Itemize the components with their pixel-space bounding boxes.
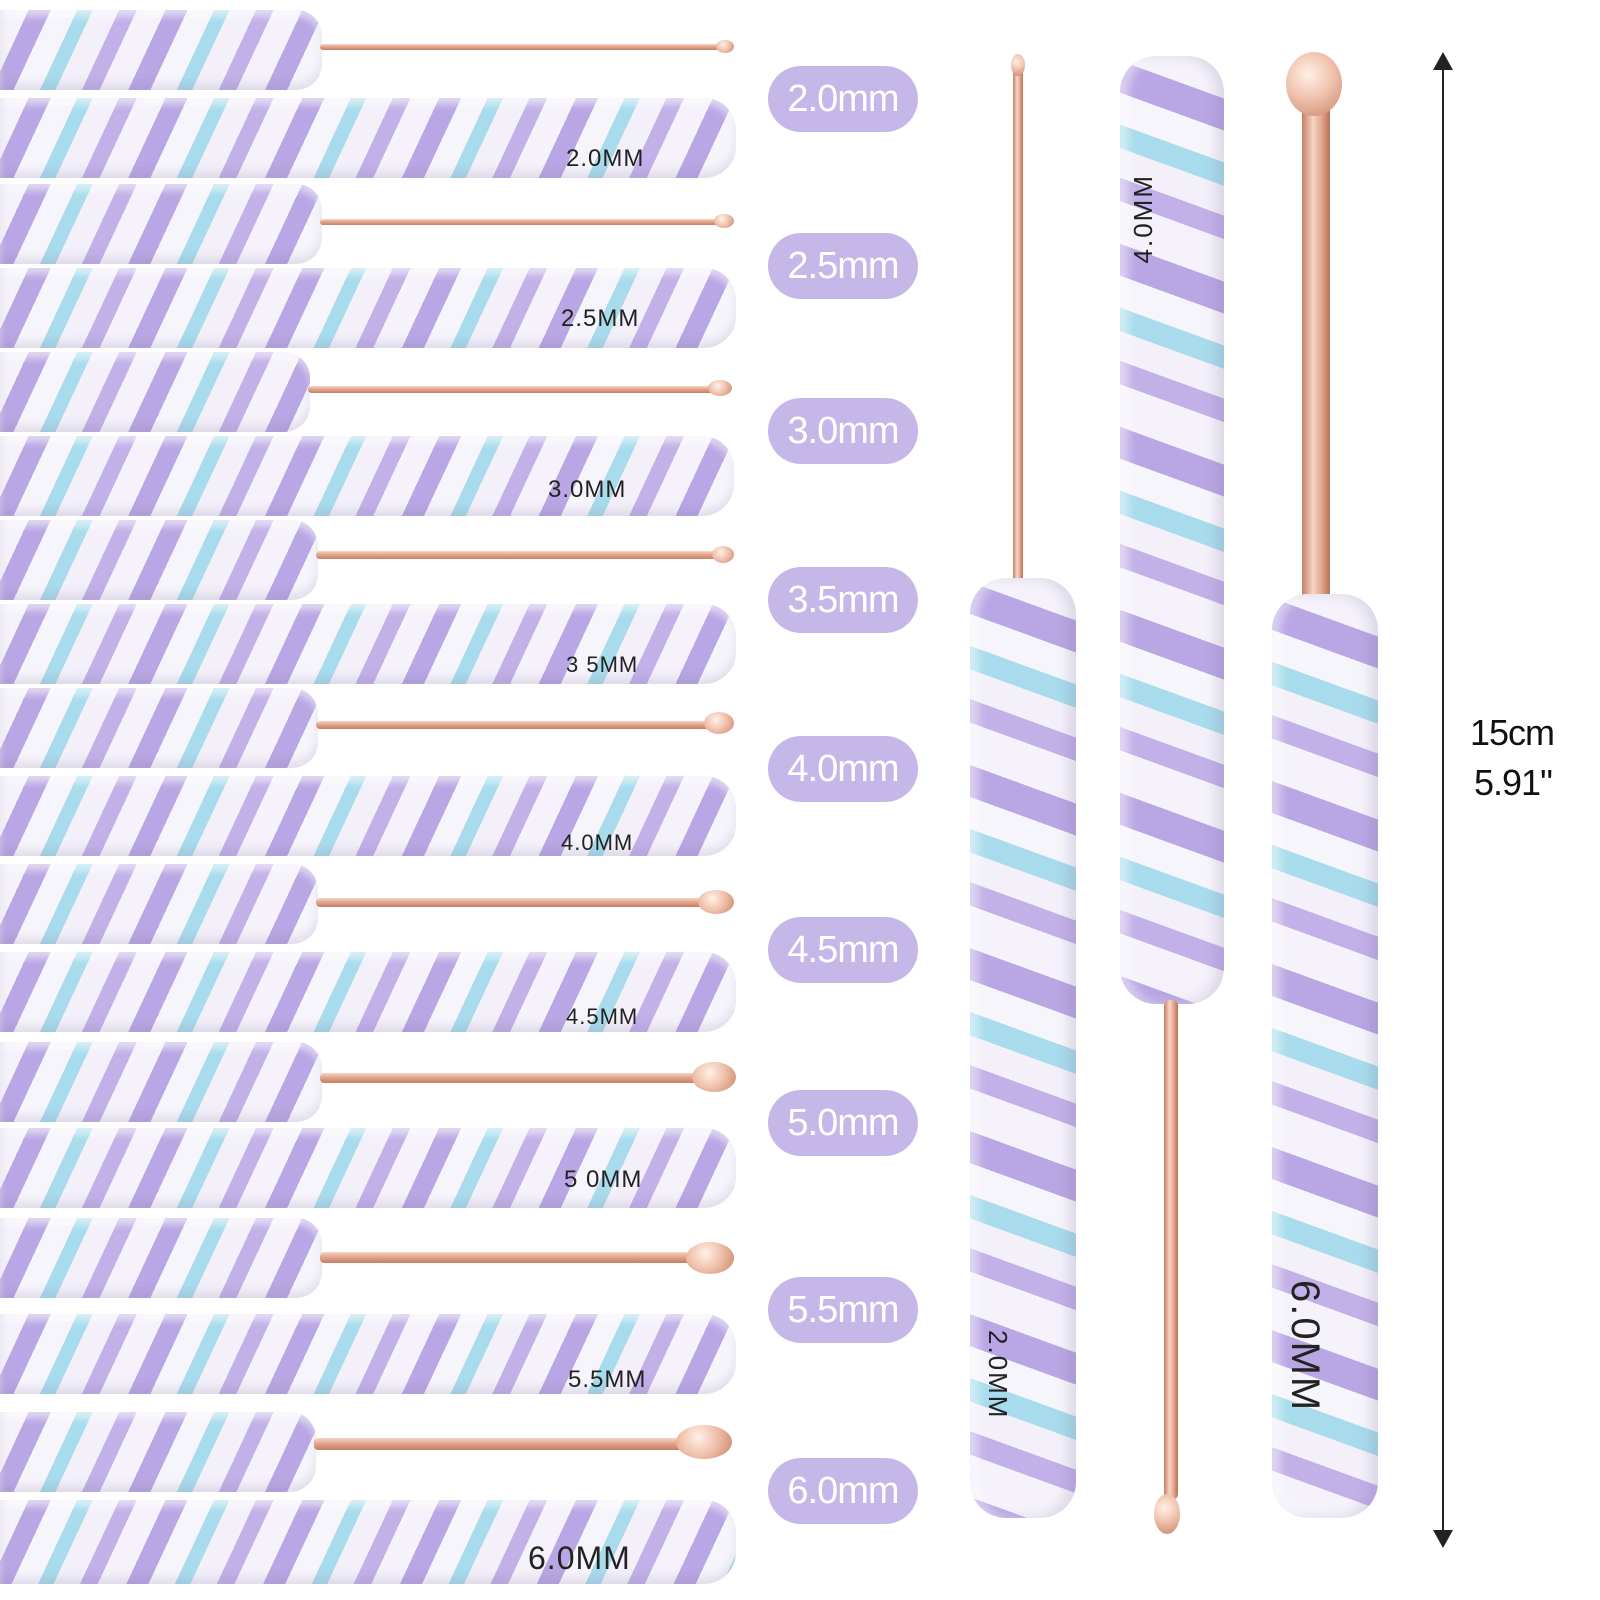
hook-size-label: 6.0MM — [528, 1540, 631, 1576]
size-pill: 3.0mm — [768, 398, 918, 464]
hook-shaft — [316, 721, 720, 729]
hook-tip — [686, 1242, 734, 1274]
hook-handle-short — [0, 10, 322, 90]
size-pill: 4.5mm — [768, 917, 918, 983]
hook-handle-long — [0, 776, 736, 856]
size-pill: 3.5mm — [768, 567, 918, 633]
hook-tip — [708, 380, 732, 396]
hook-shaft — [316, 898, 720, 907]
hook-shaft — [320, 44, 722, 50]
hook-size-label: 3 5MM — [566, 652, 639, 677]
hook-size-label: 4.0MM — [561, 830, 634, 855]
dimension-cm: 15cm — [1470, 712, 1555, 753]
size-pill: 2.0mm — [768, 66, 918, 132]
size-pill: 2.5mm — [768, 233, 918, 299]
size-pill: 4.0mm — [768, 736, 918, 802]
hook-tip — [692, 1062, 736, 1092]
size-pill: 5.0mm — [768, 1090, 918, 1156]
hook-handle-long — [0, 604, 736, 684]
hook-shaft — [320, 219, 720, 225]
hook-size-label: 2.0MM — [566, 145, 645, 172]
vertical-hook-shaft — [1013, 64, 1023, 594]
dimension-line — [1442, 58, 1444, 1546]
vertical-hook-shaft — [1302, 96, 1330, 606]
vertical-hook-shaft — [1164, 1000, 1178, 1500]
hook-size-label: 2.5MM — [561, 305, 640, 332]
hook-shaft — [314, 1438, 720, 1450]
hook-shaft — [320, 1073, 720, 1083]
hook-handle-short — [0, 184, 322, 264]
hook-handle-short — [0, 352, 310, 432]
size-pill: 5.5mm — [768, 1277, 918, 1343]
hook-shaft — [320, 1252, 720, 1263]
hook-tip — [704, 712, 734, 734]
vertical-hook-tip — [1154, 1494, 1180, 1534]
vertical-hook-tip — [1011, 54, 1025, 76]
vertical-hook-size-label: 2.0MM — [983, 1330, 1013, 1420]
hook-handle-short — [0, 1412, 316, 1492]
hook-tip — [712, 546, 734, 563]
hook-handle-long — [0, 436, 734, 516]
hook-tip — [716, 40, 734, 53]
hook-handle-long — [0, 1314, 736, 1394]
vertical-hook-handle — [1120, 56, 1224, 1004]
hook-size-label: 5.5MM — [568, 1366, 647, 1393]
hook-handle-short — [0, 1042, 322, 1122]
size-pill: 6.0mm — [768, 1458, 918, 1524]
vertical-hook-handle — [1272, 594, 1378, 1518]
dimension-inch: 5.91" — [1474, 762, 1553, 803]
vertical-hook-size-label: 4.0MM — [1128, 174, 1158, 264]
hook-handle-long — [0, 1128, 736, 1208]
vertical-hook-size-label: 6.0MM — [1283, 1280, 1327, 1413]
hook-handle-short — [0, 864, 318, 944]
hook-handle-long — [0, 268, 736, 348]
hook-tip — [676, 1425, 732, 1459]
vertical-hook-handle — [970, 578, 1076, 1518]
hook-tip — [714, 214, 734, 228]
hook-handle-short — [0, 688, 318, 768]
hook-size-label: 5 0MM — [564, 1166, 643, 1193]
hook-handle-long — [0, 98, 736, 178]
dimension-arrow-down-icon — [1433, 1530, 1453, 1548]
hook-handle-short — [0, 520, 318, 600]
hook-shaft — [316, 551, 720, 559]
hook-size-label: 4.5MM — [566, 1004, 639, 1029]
hook-handle-long — [0, 952, 736, 1032]
hook-handle-short — [0, 1218, 322, 1298]
hook-size-label: 3.0MM — [548, 476, 627, 503]
vertical-hook-tip — [1286, 52, 1342, 116]
hook-handle-long — [0, 1500, 736, 1584]
hook-shaft — [308, 386, 718, 393]
hook-tip — [698, 890, 734, 914]
